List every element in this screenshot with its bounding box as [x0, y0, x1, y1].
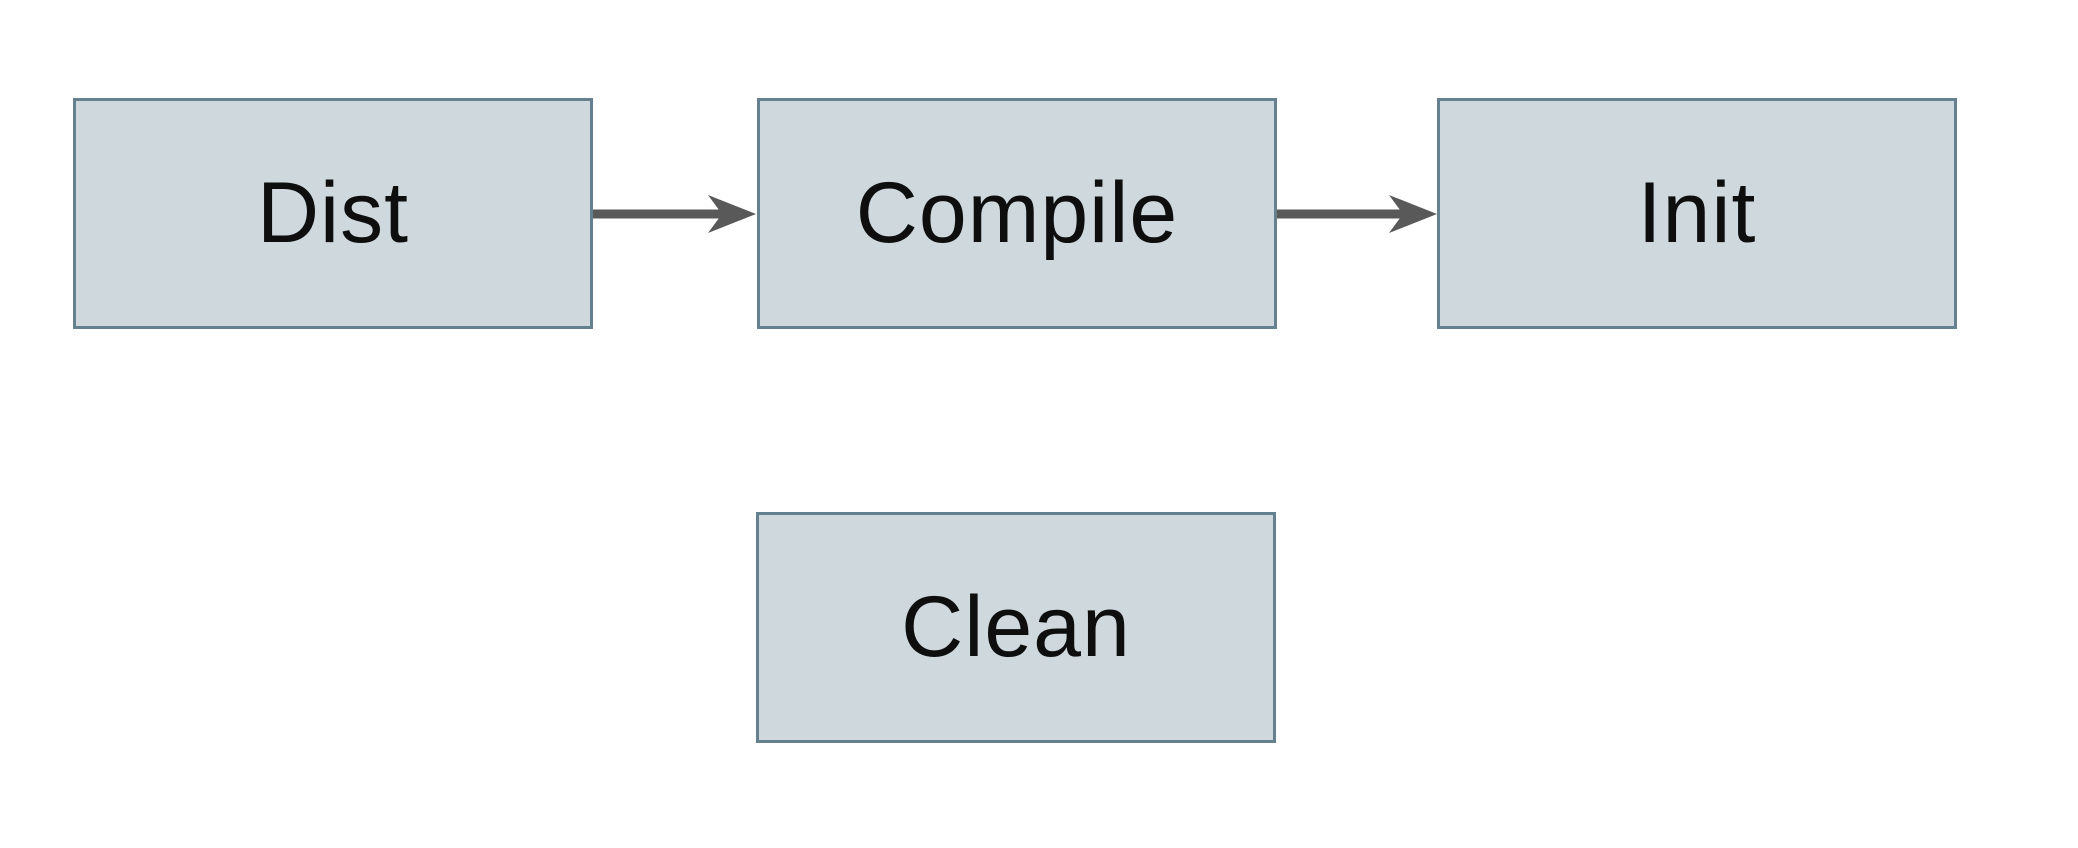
node-dist: Dist: [73, 98, 593, 329]
arrow-head-icon: [1389, 195, 1437, 233]
arrow-dist-to-compile: [593, 195, 756, 233]
arrow-head-icon: [708, 195, 756, 233]
node-init-label: Init: [1637, 165, 1757, 261]
arrow-compile-to-init: [1276, 195, 1437, 233]
node-dist-label: Dist: [256, 165, 410, 261]
node-compile-label: Compile: [855, 165, 1179, 261]
node-clean: Clean: [756, 512, 1276, 743]
node-compile: Compile: [757, 98, 1277, 329]
node-init: Init: [1437, 98, 1957, 329]
node-clean-label: Clean: [901, 579, 1131, 675]
